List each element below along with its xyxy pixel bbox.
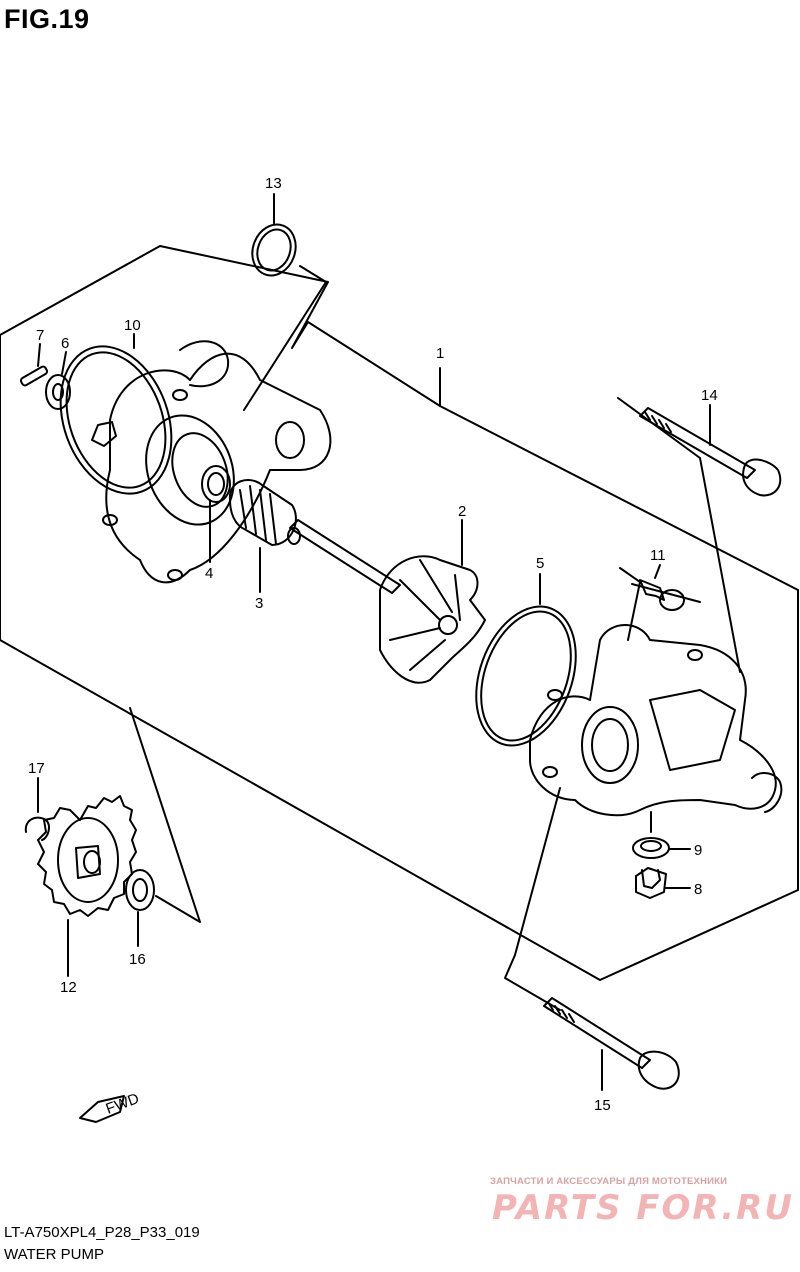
washer-6 — [45, 374, 71, 410]
callout-2: 2 — [458, 503, 466, 520]
callout-10: 10 — [124, 317, 141, 334]
o-ring-5 — [475, 605, 577, 747]
drain-bolt-8 — [635, 867, 667, 899]
o-ring-13 — [251, 223, 297, 277]
bolt-14 — [639, 407, 756, 479]
callout-4: 4 — [205, 565, 213, 582]
callout-9: 9 — [694, 842, 702, 859]
pump-gear-12 — [37, 795, 137, 917]
callout-14: 14 — [701, 387, 718, 404]
callout-12: 12 — [60, 979, 77, 996]
callout-3: 3 — [255, 595, 263, 612]
pump-case-cover — [105, 352, 332, 584]
impeller-shaft — [289, 519, 401, 594]
o-ring-10 — [59, 345, 173, 495]
leader-line-11 — [654, 564, 661, 579]
callout-17: 17 — [28, 760, 45, 777]
seal-4 — [201, 465, 231, 503]
callout-6: 6 — [61, 335, 69, 352]
assembly-outline — [0, 245, 799, 981]
leader-line-7 — [37, 343, 41, 367]
pump-body — [529, 624, 777, 817]
bolt-15 — [543, 997, 651, 1069]
watermark-subtitle: ЗАПЧАСТИ И АКСЕССУАРЫ ДЛЯ МОТОТЕХНИКИ — [490, 1176, 728, 1187]
figure-code: LT-A750XPL4_P28_P33_019 — [4, 1224, 200, 1241]
callout-5: 5 — [536, 555, 544, 572]
leader-line-6 — [61, 351, 67, 375]
forward-arrow-icon — [79, 1095, 125, 1123]
figure-name: WATER PUMP — [4, 1246, 104, 1263]
callout-8: 8 — [694, 881, 702, 898]
callout-1: 1 — [436, 345, 444, 362]
fwd-label: FWD — [104, 1090, 142, 1118]
figure-title: FIG.19 — [4, 4, 90, 34]
watermark-logo: PARTS FOR.RU — [492, 1188, 794, 1228]
callout-13: 13 — [265, 175, 282, 192]
callout-15: 15 — [594, 1097, 611, 1114]
callout-7: 7 — [36, 327, 44, 344]
impeller-2 — [379, 555, 486, 684]
washer-16 — [125, 869, 155, 911]
callout-11: 11 — [650, 547, 666, 564]
callout-16: 16 — [129, 951, 146, 968]
pin-7 — [19, 365, 49, 387]
